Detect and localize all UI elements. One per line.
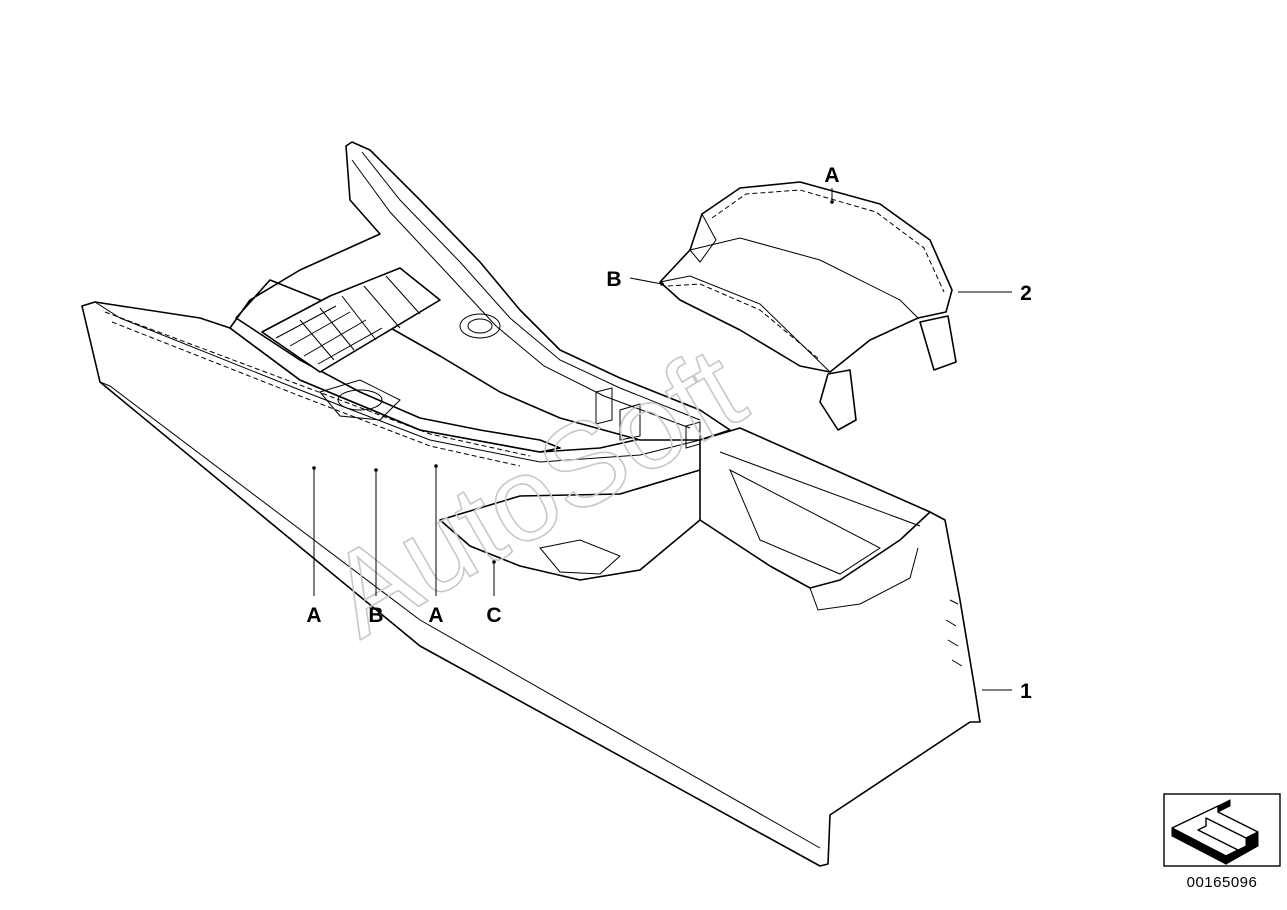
callout-armrest-b: B: [606, 268, 621, 291]
diagram-id: 00165096: [1187, 874, 1258, 891]
callout-part-1: 1: [1020, 680, 1032, 703]
callout-console-a-mid: A: [428, 604, 443, 627]
callout-armrest-a: A: [824, 164, 839, 187]
armrest: [659, 181, 957, 431]
callout-console-a-left: A: [306, 604, 321, 627]
callout-console-b: B: [368, 604, 383, 627]
callout-part-2: 2: [1020, 282, 1032, 305]
center-console: [81, 141, 981, 867]
leader-lines: [312, 188, 1012, 691]
callout-console-c: C: [486, 604, 501, 627]
direction-arrow-icon: [1163, 793, 1281, 867]
